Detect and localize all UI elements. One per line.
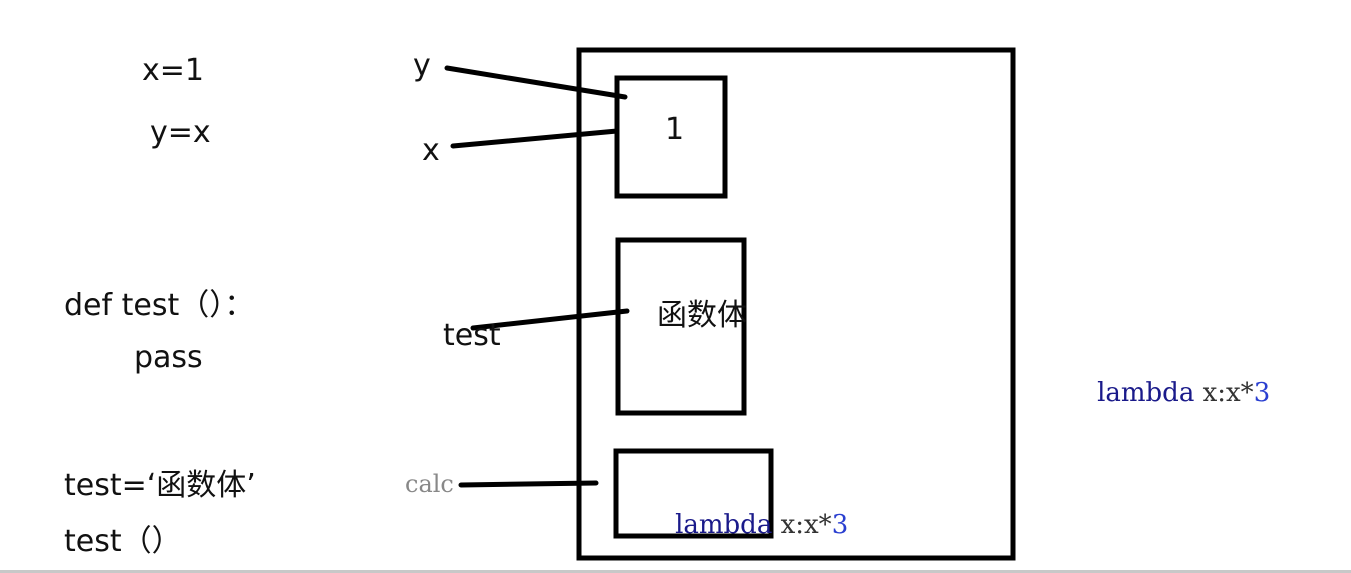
code-line-pass: pass — [134, 340, 203, 375]
label-x: x — [422, 133, 440, 168]
memory-box-lambda — [613, 448, 774, 539]
ref-line-y — [444, 65, 628, 100]
ref-line-x — [450, 128, 620, 149]
code-line-x-assign: x=1 — [142, 53, 204, 88]
memory-lambda-expr: lambda x:x*3 — [642, 480, 848, 570]
label-calc: calc — [405, 470, 454, 498]
code-line-string-assign: test=‘函数体’ — [64, 468, 256, 503]
memory-box-function — [615, 237, 747, 416]
bottom-divider — [0, 570, 1351, 573]
memory-function-body: 函数体 — [657, 298, 747, 333]
label-test: test — [443, 318, 501, 353]
right-lambda-body: x:x* — [1194, 378, 1254, 408]
right-lambda-keyword: lambda — [1097, 378, 1195, 408]
right-lambda-expr: lambda x:x*3 — [1064, 348, 1270, 438]
memory-outer-box — [576, 47, 1016, 561]
right-lambda-number: 3 — [1253, 378, 1271, 408]
memory-lambda-keyword: lambda — [675, 510, 773, 540]
code-line-call: test（） — [64, 524, 182, 559]
ref-line-test — [470, 308, 630, 331]
memory-box-value — [614, 75, 728, 199]
label-y: y — [413, 48, 431, 83]
memory-value-one: 1 — [665, 112, 685, 147]
ref-line-calc — [458, 480, 599, 488]
memory-lambda-body: x:x* — [772, 510, 832, 540]
code-line-def: def test（）： — [64, 288, 255, 323]
code-line-y-assign: y=x — [150, 115, 211, 150]
memory-lambda-number: 3 — [831, 510, 849, 540]
